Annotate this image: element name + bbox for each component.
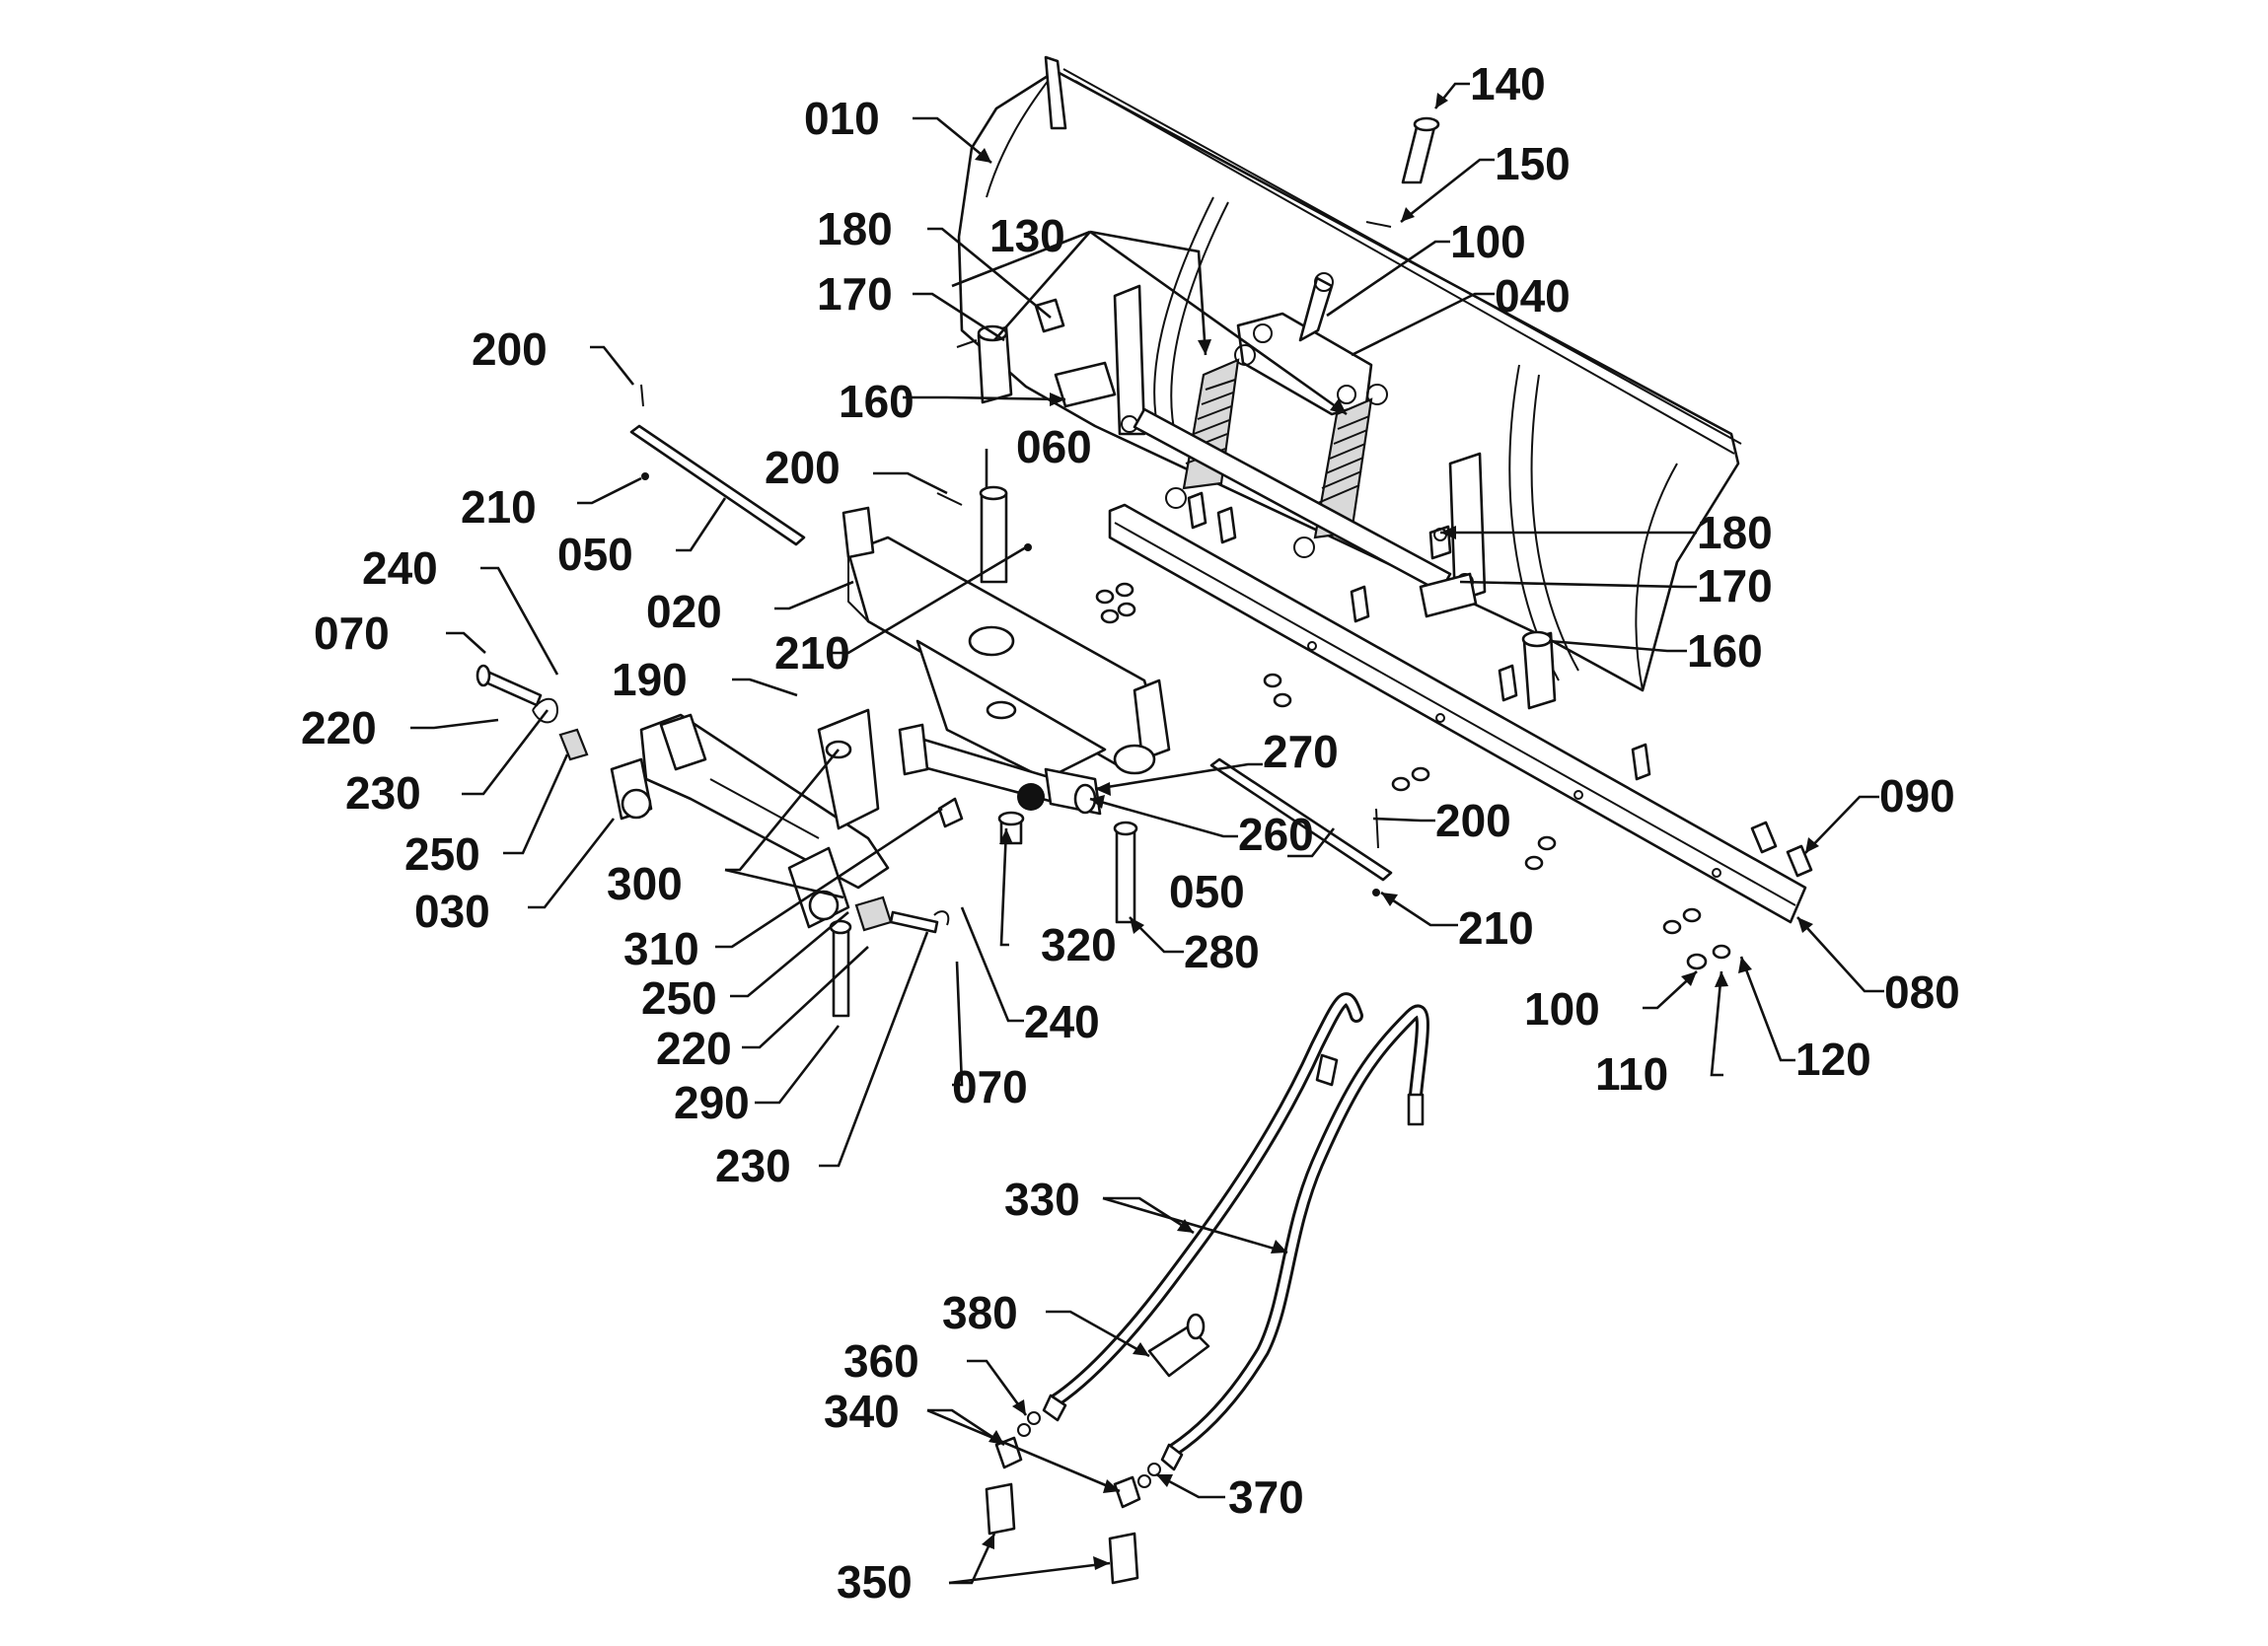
callout-270: 270 xyxy=(1263,726,1339,777)
callout-250-b: 250 xyxy=(641,972,717,1024)
callout-020: 020 xyxy=(646,586,722,637)
callout-140: 140 xyxy=(1470,58,1546,109)
callout-070-a: 070 xyxy=(314,608,390,659)
leader-lines xyxy=(410,82,1884,1585)
callout-350: 350 xyxy=(837,1556,913,1608)
callout-260: 260 xyxy=(1238,809,1314,860)
edge-hardware-nuts xyxy=(1095,582,1731,970)
callout-050-a: 050 xyxy=(557,529,633,580)
blade-bolts xyxy=(1187,491,1651,781)
callout-230-a: 230 xyxy=(345,767,421,819)
callout-310: 310 xyxy=(623,923,699,974)
callout-200-b: 200 xyxy=(765,442,841,493)
callout-050-b: 050 xyxy=(1169,866,1245,917)
hose-sleeve-380 xyxy=(1147,1313,1210,1378)
hydraulic-hoses xyxy=(1042,992,1429,1471)
callout-210-a: 210 xyxy=(461,481,537,533)
callout-210-c: 210 xyxy=(1458,902,1534,954)
fittings xyxy=(937,797,1025,845)
callout-150: 150 xyxy=(1495,138,1571,189)
edge-bolts-090 xyxy=(1750,821,1813,878)
push-frame xyxy=(841,506,1171,781)
callout-160-left: 160 xyxy=(839,376,915,427)
pin-100-top xyxy=(1298,272,1334,342)
blade-ribs xyxy=(1113,284,1487,604)
callout-070-b: 070 xyxy=(952,1061,1028,1112)
callout-100-bottom: 100 xyxy=(1524,983,1600,1035)
callout-090: 090 xyxy=(1879,770,1955,822)
callout-380: 380 xyxy=(942,1287,1018,1338)
o-rings xyxy=(1017,1411,1161,1488)
callout-080: 080 xyxy=(1884,966,1960,1018)
callout-340: 340 xyxy=(824,1386,900,1437)
clip-150 xyxy=(1365,221,1392,228)
rod-050-upper xyxy=(629,424,806,546)
callout-280: 280 xyxy=(1184,926,1260,977)
adapters-350 xyxy=(985,1482,1139,1585)
callout-290: 290 xyxy=(674,1077,750,1128)
callout-060: 060 xyxy=(1016,421,1092,472)
callout-320: 320 xyxy=(1041,919,1117,970)
callout-300: 300 xyxy=(607,858,683,909)
callout-170-right: 170 xyxy=(1697,560,1773,611)
a-frame xyxy=(610,708,890,929)
callout-040: 040 xyxy=(1495,270,1571,322)
callout-360: 360 xyxy=(843,1335,919,1387)
callout-200-a: 200 xyxy=(472,323,548,375)
pin-140 xyxy=(1401,116,1440,184)
callout-170-left: 170 xyxy=(817,268,893,320)
callout-010: 010 xyxy=(804,93,880,144)
callout-230-b: 230 xyxy=(715,1140,791,1191)
callout-240-b: 240 xyxy=(1024,996,1100,1047)
cotter-pins xyxy=(640,384,1380,896)
pin-060 xyxy=(979,485,1008,584)
cutting-edge xyxy=(1108,503,1807,924)
callout-210-b: 210 xyxy=(774,627,850,679)
callout-030: 030 xyxy=(414,886,490,937)
callout-200-c: 200 xyxy=(1435,795,1511,846)
springs-250 xyxy=(558,728,893,932)
pins-220-290 xyxy=(829,919,852,1018)
callout-190: 190 xyxy=(612,654,688,705)
callout-370: 370 xyxy=(1228,1471,1304,1523)
rod-050-lower xyxy=(1209,757,1393,882)
callout-180-left: 180 xyxy=(817,203,893,254)
callout-180-right: 180 xyxy=(1697,507,1773,558)
callout-250-a: 250 xyxy=(404,828,480,880)
callout-240-a: 240 xyxy=(362,542,438,594)
pins-070 xyxy=(476,664,939,934)
callout-130: 130 xyxy=(989,210,1065,261)
callout-100-top: 100 xyxy=(1450,216,1526,267)
callout-330: 330 xyxy=(1004,1174,1080,1225)
pin-280 xyxy=(1113,821,1138,924)
callout-220-b: 220 xyxy=(656,1023,732,1074)
callout-160-right: 160 xyxy=(1687,625,1763,677)
elbows-340 xyxy=(994,1436,1141,1509)
callout-120: 120 xyxy=(1795,1034,1871,1085)
callout-labels: 010 140 150 180 130 100 170 040 200 160 … xyxy=(301,58,1960,1608)
callout-110: 110 xyxy=(1595,1048,1668,1100)
right-shoe-assembly xyxy=(1419,525,1557,710)
callout-220-a: 220 xyxy=(301,702,377,753)
